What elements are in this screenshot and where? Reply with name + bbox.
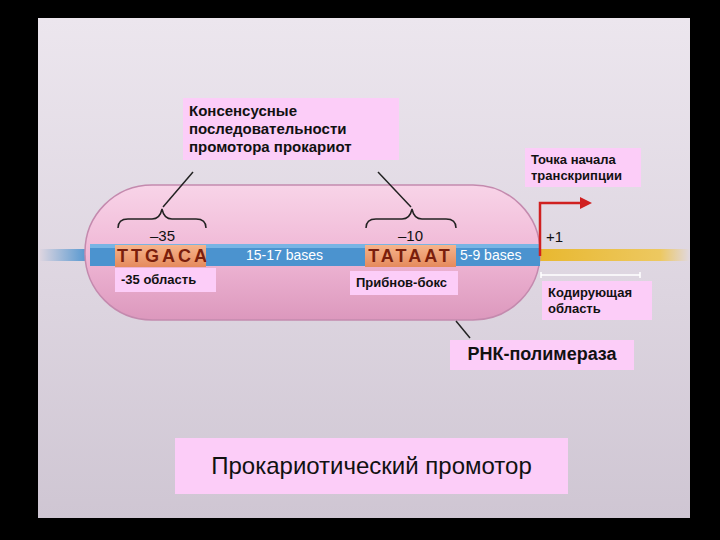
slide-title: Прокариотический промотор bbox=[185, 452, 558, 480]
node-text: TTGACA bbox=[117, 245, 204, 267]
minus35-label: –35 bbox=[150, 228, 175, 244]
minus35-callout: -35 область bbox=[115, 268, 216, 292]
plus1-label: +1 bbox=[546, 229, 563, 245]
node-text: TATAAT bbox=[367, 245, 454, 267]
minus10-label: –10 bbox=[398, 228, 423, 244]
node-text: РНК-полимераза bbox=[466, 344, 618, 366]
minus10-sequence: TATAAT bbox=[365, 245, 456, 267]
pribnow-callout: Прибнов-бокс bbox=[350, 271, 458, 295]
title-box: Прокариотический промотор bbox=[175, 438, 568, 494]
coding-region-callout: Кодирующая область bbox=[542, 281, 652, 320]
node-text: Прибнов-бокс bbox=[356, 275, 452, 291]
node-text: Кодирующая область bbox=[548, 285, 646, 316]
node-text: Точка начала транскрипции bbox=[531, 152, 635, 183]
minus35-sequence: TTGACA bbox=[115, 245, 206, 267]
node-text: Консенсусные последовательности промотор… bbox=[189, 102, 393, 156]
spacer-label: 15-17 bases bbox=[246, 247, 323, 263]
node-text: -35 область bbox=[121, 272, 210, 288]
spacer-label: 5-9 bases bbox=[460, 247, 521, 263]
consensus-callout: Консенсусные последовательности промотор… bbox=[183, 98, 399, 160]
start-point-callout: Точка начала транскрипции bbox=[525, 148, 641, 187]
rna-polymerase-callout: РНК-полимераза bbox=[450, 340, 634, 370]
